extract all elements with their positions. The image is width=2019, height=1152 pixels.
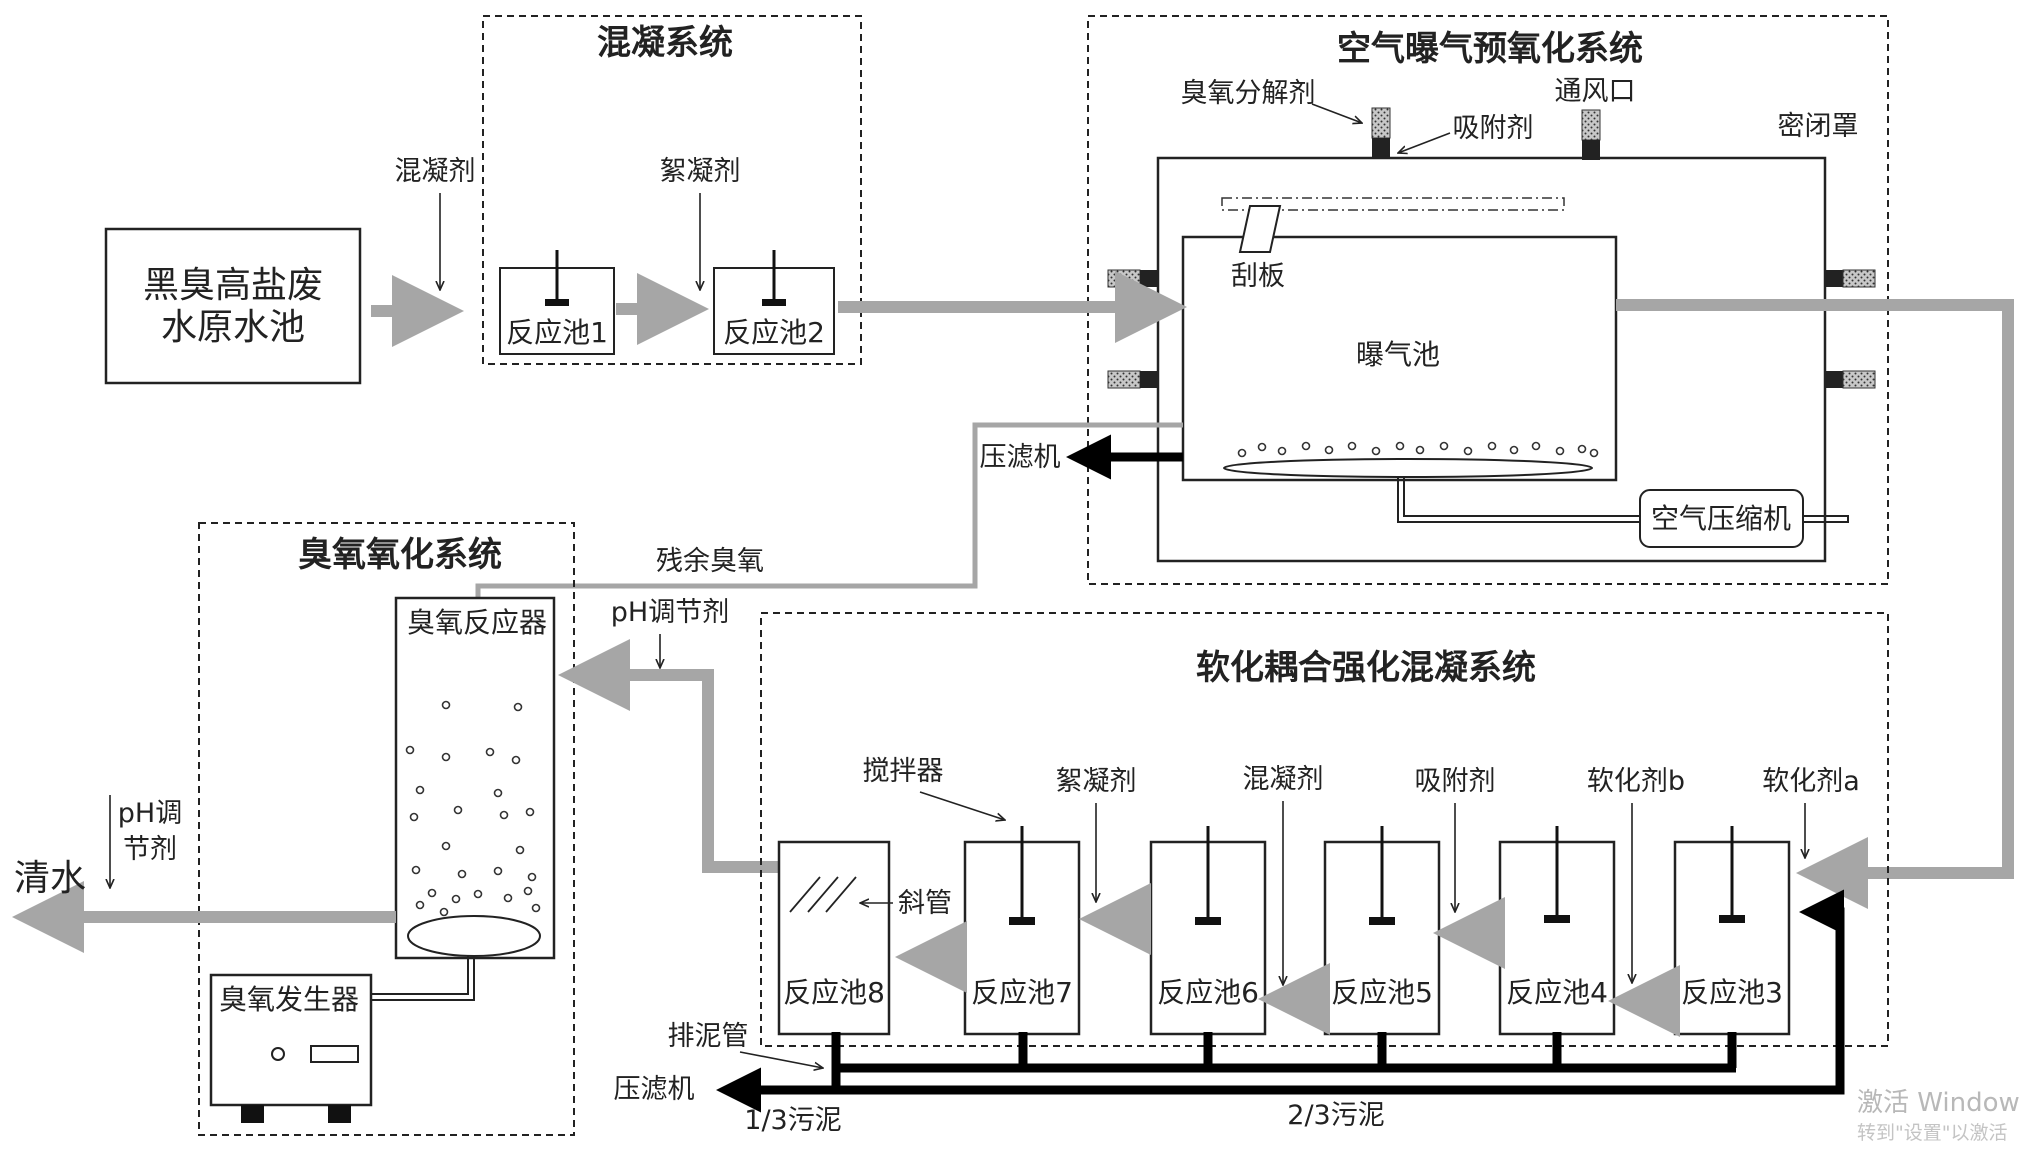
sludge-one-third-label: 1/3污泥 bbox=[744, 1105, 841, 1136]
softener-a-label: 软化剂a bbox=[1762, 766, 1860, 797]
air-compressor-label: 空气压缩机 bbox=[1651, 502, 1791, 535]
sludge-two-thirds-label: 2/3污泥 bbox=[1287, 1100, 1384, 1131]
softening-filter-press-label: 压滤机 bbox=[614, 1074, 695, 1105]
tank-2-label: 反应池2 bbox=[723, 316, 825, 349]
reaction-tank-4: 反应池4 bbox=[1498, 826, 1616, 1036]
ozone-decomposer-label: 臭氧分解剂 bbox=[1181, 78, 1316, 109]
windows-watermark-line1: 激活 Windows bbox=[1857, 1088, 2019, 1118]
sealed-enclosure bbox=[1156, 156, 1827, 563]
softener-b-label: 软化剂b bbox=[1587, 766, 1685, 797]
sludge-pipe-label: 排泥管 bbox=[668, 1021, 749, 1052]
sludge-pipes bbox=[831, 1032, 1737, 1090]
aeration-filter-press-label: 压滤机 bbox=[980, 442, 1061, 473]
clean-water-label: 清水 bbox=[14, 858, 86, 899]
stirrer-label: 搅拌器 bbox=[863, 756, 944, 787]
coagulant-label: 混凝剂 bbox=[395, 156, 476, 187]
generator-display-icon bbox=[310, 1045, 359, 1063]
softening-flocculant-label: 絮凝剂 bbox=[1056, 766, 1137, 797]
ph-agent-label: pH调节剂 bbox=[611, 597, 729, 628]
flocculant-label: 絮凝剂 bbox=[660, 156, 741, 187]
tank-1-label: 反应池1 bbox=[506, 316, 608, 349]
aeration-bubbles bbox=[1237, 441, 1599, 458]
adsorbent-label: 吸附剂 bbox=[1453, 113, 1534, 144]
softening-adsorbent-label: 吸附剂 bbox=[1415, 766, 1496, 797]
aeration-tank: 曝气池 刮板 bbox=[1181, 197, 1618, 482]
ozone-system-title: 臭氧氧化系统 bbox=[298, 535, 502, 575]
air-compressor: 空气压缩机 bbox=[1639, 489, 1804, 548]
vent-label: 通风口 bbox=[1555, 76, 1636, 107]
scraper-label: 刮板 bbox=[1231, 261, 1285, 292]
ph-agent-left-line1: pH调 bbox=[118, 798, 182, 829]
enclosure-label: 密闭罩 bbox=[1778, 111, 1859, 142]
ozone-generator: 臭氧发生器 bbox=[209, 973, 373, 1123]
tank-3-label: 反应池3 bbox=[1681, 976, 1783, 1009]
reaction-tank-5: 反应池5 bbox=[1323, 826, 1441, 1036]
reaction-tank-3: 反应池3 bbox=[1673, 826, 1791, 1036]
ozone-generator-label: 臭氧发生器 bbox=[219, 983, 359, 1016]
aeration-tank-label: 曝气池 bbox=[1356, 338, 1440, 371]
reactor-bubbles bbox=[405, 700, 541, 917]
aeration-system-title: 空气曝气预氧化系统 bbox=[1337, 29, 1643, 69]
windows-watermark-line2: 转到"设置"以激活 bbox=[1857, 1122, 2007, 1144]
ozone-oxidation-system: 臭氧氧化系统 臭氧反应器 臭氧发生器 bbox=[12, 522, 779, 1136]
generator-knob-icon bbox=[271, 1047, 285, 1061]
raw-water-tank: 黑臭高盐废 水原水池 bbox=[104, 227, 362, 385]
tank-4-label: 反应池4 bbox=[1506, 976, 1608, 1009]
ozone-reactor: 臭氧反应器 bbox=[394, 596, 556, 960]
softening-system: 软化耦合强化混凝系统 搅拌器 絮凝剂 混凝剂 吸附剂 软化剂b 软化剂a 反应池… bbox=[614, 612, 1889, 1136]
raw-water-tank-label-line2: 水原水池 bbox=[161, 307, 305, 348]
softening-coagulant-label: 混凝剂 bbox=[1243, 764, 1324, 795]
residual-ozone-label: 残余臭氧 bbox=[656, 546, 764, 577]
inclined-tube-label: 斜管 bbox=[898, 888, 952, 919]
coagulation-system: 混凝系统 黑臭高盐废 水原水池 混凝剂 絮凝剂 反应池1 反应池2 bbox=[104, 15, 862, 385]
tank-8-label: 反应池8 bbox=[783, 976, 885, 1009]
tank-5-label: 反应池5 bbox=[1331, 976, 1433, 1009]
raw-water-tank-label-line1: 黑臭高盐废 bbox=[143, 265, 323, 306]
softening-system-title: 软化耦合强化混凝系统 bbox=[1196, 648, 1536, 688]
reaction-tank-7: 反应池7 bbox=[963, 826, 1081, 1036]
coagulation-system-title: 混凝系统 bbox=[597, 23, 733, 63]
aeration-system: 空气曝气预氧化系统 臭氧分解剂 吸附剂 通风口 密闭罩 曝气池 刮 bbox=[475, 15, 2014, 909]
tank-7-label: 反应池7 bbox=[971, 976, 1073, 1009]
scraper bbox=[1238, 205, 1282, 253]
ozone-reactor-label: 臭氧反应器 bbox=[407, 606, 547, 639]
reaction-tank-6: 反应池6 bbox=[1149, 826, 1267, 1036]
reaction-tank-1: 反应池1 bbox=[499, 250, 615, 355]
ph-agent-left-line2: 节剂 bbox=[123, 834, 177, 865]
tank-6-label: 反应池6 bbox=[1157, 976, 1259, 1009]
reaction-tank-8: 反应池8 bbox=[777, 840, 891, 1036]
reaction-tank-2: 反应池2 bbox=[713, 250, 835, 355]
